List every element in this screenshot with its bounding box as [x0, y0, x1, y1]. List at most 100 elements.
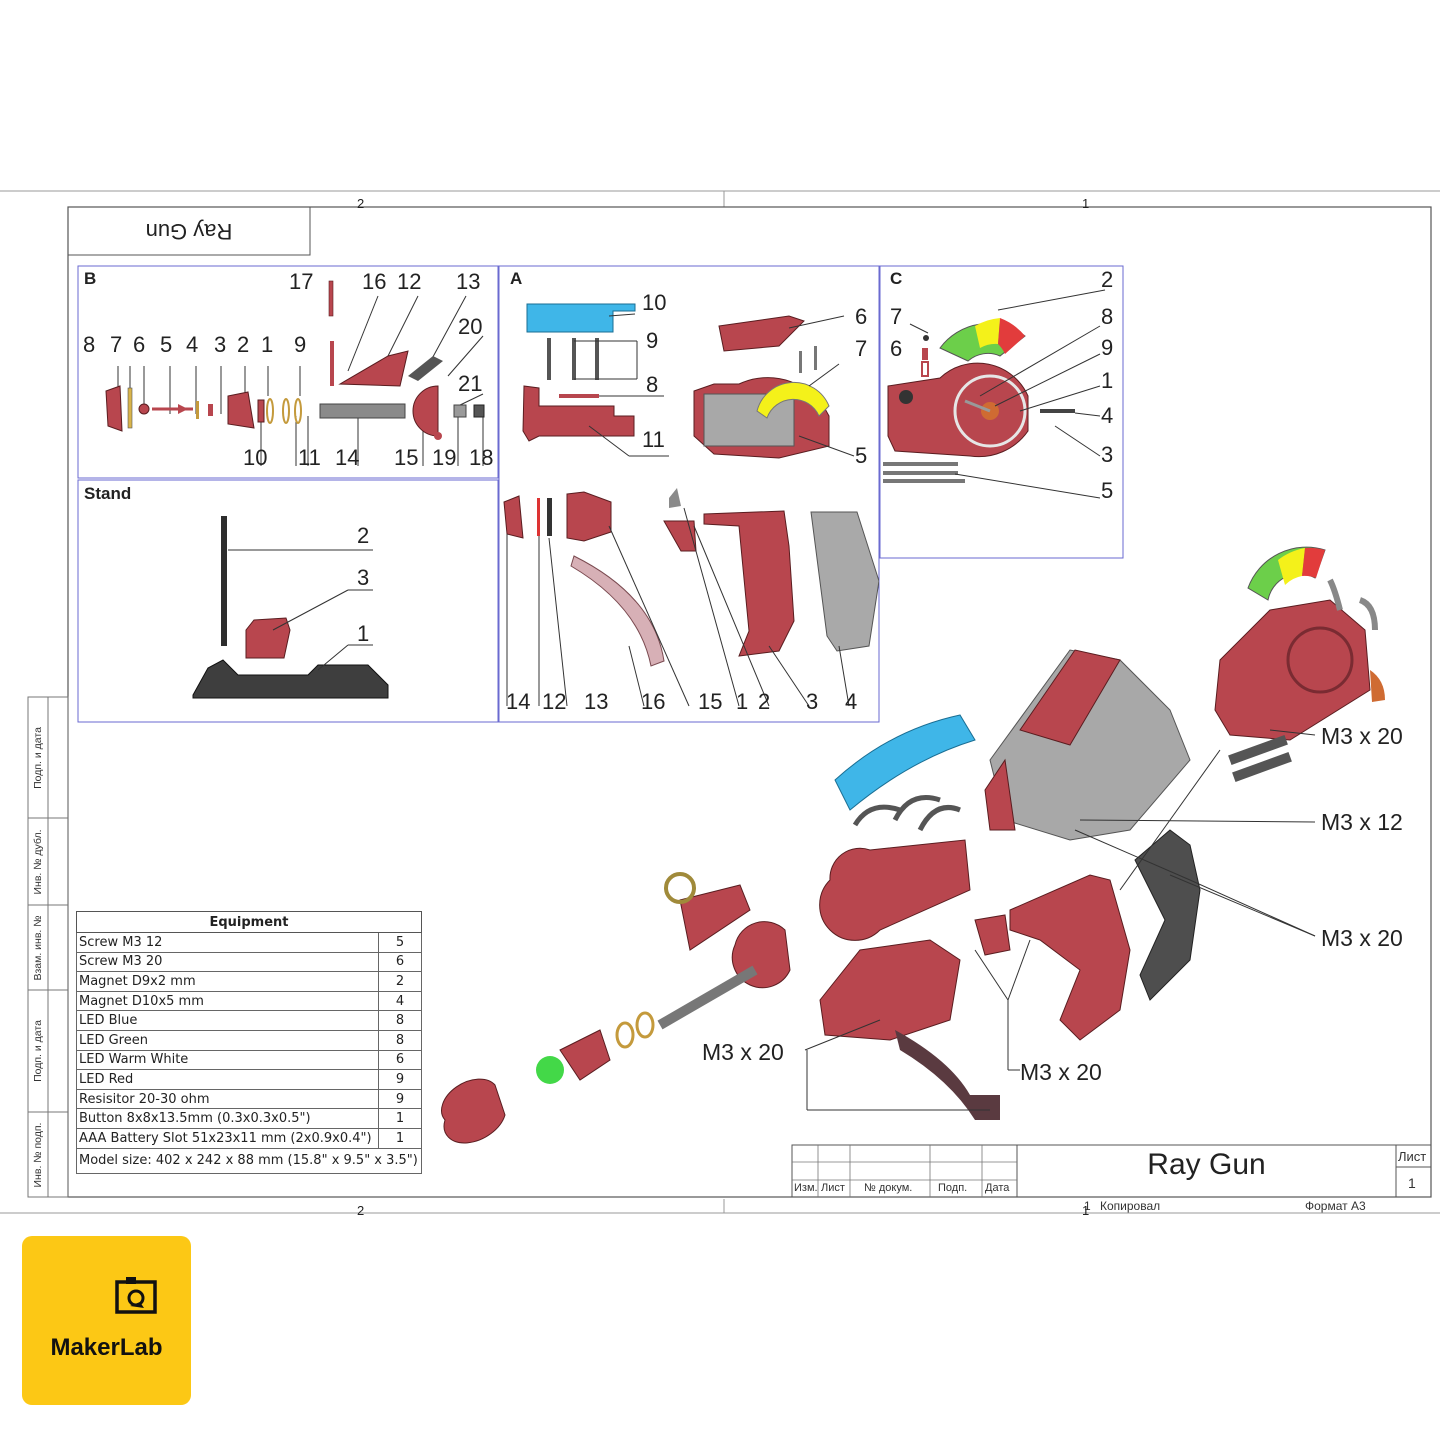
zone-number-top-right: 1 [1082, 196, 1090, 211]
panel-a-label: 14 [506, 689, 531, 714]
stand-parts [192, 516, 389, 699]
panel-c-label: 9 [1101, 335, 1114, 360]
panel-b-label: 13 [456, 269, 481, 294]
stamp-vzam-inv: Взам. инв. № [32, 914, 44, 981]
panel-c-label: 6 [890, 336, 903, 361]
panel-b-label: 7 [110, 332, 123, 357]
panel-b-label: 15 [394, 445, 419, 470]
camera-icon [115, 1277, 157, 1314]
zone-number-bottom-right: 1 [1082, 1203, 1090, 1218]
panel-a-label: 13 [584, 689, 609, 714]
panel-c-label: 5 [1101, 478, 1114, 503]
table-row: Model size: 402 x 242 x 88 mm (15.8" x 9… [76, 1147, 422, 1174]
panel-c-label: 7 [890, 304, 903, 329]
panel-b-label: 12 [397, 269, 422, 294]
callout-screw: M3 x 20 [702, 1039, 784, 1065]
panel-stand-title: Stand [84, 484, 132, 503]
panel-b-label: 5 [160, 332, 173, 357]
stamp-inv-podl: Инв. № подп. [32, 1122, 44, 1187]
col-list: Лист [821, 1182, 845, 1194]
logo-text: MakerLab [50, 1334, 163, 1361]
panel-b-label: 17 [289, 269, 314, 294]
panel-c-label: 8 [1101, 304, 1114, 329]
panel-b-label: 19 [432, 445, 457, 470]
zone-number-top-left: 2 [357, 196, 365, 211]
model-size: Model size: 402 x 242 x 88 mm (15.8" x 9… [76, 1147, 422, 1174]
panel-a-label: 10 [642, 290, 667, 315]
table-row: Button 8x8x13.5mm (0.3x0.3x0.5")1 [76, 1108, 422, 1129]
panel-b-label: 20 [458, 314, 483, 339]
copied-label: Копировал [1100, 1199, 1161, 1213]
panel-b-title: B [84, 269, 97, 288]
col-izm: Изм. [794, 1182, 818, 1194]
panel-a-label: 1 [736, 689, 749, 714]
col-sign: Подп. [938, 1182, 968, 1194]
stand-label: 2 [357, 523, 370, 548]
panel-b-label: 2 [237, 332, 250, 357]
col-doc: № докум. [864, 1182, 913, 1194]
panel-c-label: 4 [1101, 403, 1114, 428]
panel-b-label: 10 [243, 445, 268, 470]
panel-a-label: 15 [698, 689, 723, 714]
panel-a-label: 5 [855, 443, 868, 468]
format-label: Формат А3 [1305, 1199, 1366, 1213]
panel-b-label: 9 [294, 332, 307, 357]
panel-a-label: 7 [855, 336, 868, 361]
stamp-sign-date-1: Подп. и дата [32, 726, 44, 789]
panel-a-label: 6 [855, 304, 868, 329]
sheet-number: 1 [1408, 1175, 1416, 1191]
callout-screw: M3 x 20 [1321, 723, 1403, 749]
panel-a-label: 2 [758, 689, 771, 714]
sheet-label: Лист [1398, 1149, 1427, 1164]
panel-c-title: C [890, 269, 903, 288]
panel-b-label: 3 [214, 332, 227, 357]
panel-b-label: 11 [298, 445, 321, 470]
panel-a-label: 8 [646, 372, 659, 397]
panel-a-label: 12 [542, 689, 567, 714]
panel-a-label: 9 [646, 328, 659, 353]
panel-c-label: 3 [1101, 442, 1114, 467]
panel-a-label: 4 [845, 689, 858, 714]
panel-a-title: A [510, 269, 523, 288]
panel-b-label: 16 [362, 269, 387, 294]
panel-b-label: 14 [335, 445, 360, 470]
exploded-assembly-view [441, 546, 1385, 1144]
callout-screw: M3 x 12 [1321, 809, 1403, 835]
mirrored-title: Ray Gun [145, 219, 233, 244]
panel-b-parts [105, 280, 485, 466]
stamp-inv-dubl: Инв. № дубл. [32, 828, 44, 895]
panel-c-label: 1 [1101, 368, 1114, 393]
panel-a-label: 3 [806, 689, 819, 714]
stand-label: 3 [357, 565, 370, 590]
zone-number-bottom-left: 2 [357, 1203, 365, 1218]
table-row: AAA Battery Slot 51x23x11 mm (2x0.9x0.4"… [76, 1127, 422, 1149]
col-date: Дата [985, 1182, 1010, 1194]
makerlab-logo: MakerLab [22, 1236, 191, 1405]
stamp-sign-date-2: Подп. и дата [32, 1020, 44, 1082]
panel-a-label: 11 [642, 427, 665, 452]
callout-screw: M3 x 20 [1020, 1059, 1102, 1085]
panel-c-parts [883, 289, 1106, 499]
copied-num: 1 [1084, 1199, 1091, 1213]
panel-b-label: 21 [458, 371, 483, 396]
panel-b-label: 4 [186, 332, 199, 357]
equipment-header: Equipment [76, 911, 422, 933]
callout-screw: M3 x 20 [1321, 925, 1403, 951]
drawing-title: Ray Gun [1147, 1148, 1266, 1181]
panel-b-label: 8 [83, 332, 96, 357]
panel-a-label: 16 [641, 689, 666, 714]
panel-b-label: 6 [133, 332, 146, 357]
panel-c-label: 2 [1101, 267, 1114, 292]
panel-a-parts [503, 303, 879, 707]
